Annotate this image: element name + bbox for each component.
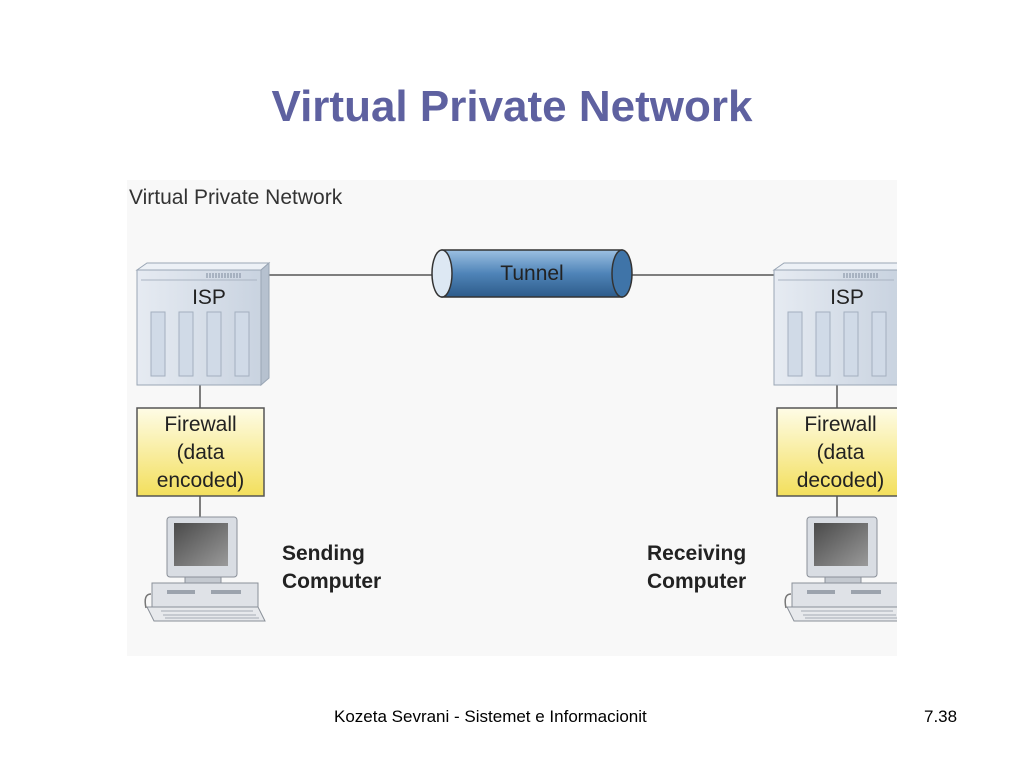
diagram-graphics	[135, 249, 897, 622]
right-firewall-box	[776, 407, 897, 497]
tunnel-label: Tunnel	[500, 262, 564, 285]
slide-title: Virtual Private Network	[271, 82, 753, 131]
figure-caption: Virtual Private Network	[129, 186, 343, 209]
tunnel-cylinder	[431, 249, 633, 298]
left-computer-icon	[144, 516, 266, 622]
left-isp-server-icon	[135, 261, 271, 387]
page-number: 7.38	[924, 707, 958, 726]
right-isp-server-icon	[772, 262, 897, 386]
right-computer-icon	[784, 516, 897, 622]
receiving-computer-label: Receiving Computer	[647, 542, 747, 593]
left-firewall-box	[136, 407, 265, 497]
vpn-diagram: Virtual Private Network Tunnel ISP ISP F…	[127, 180, 897, 656]
left-firewall-label: Firewall (data encoded)	[156, 413, 245, 492]
left-isp-label: ISP	[192, 286, 226, 309]
sending-computer-label: Sending Computer	[282, 542, 382, 593]
right-isp-label: ISP	[830, 286, 864, 309]
footer-credit: Kozeta Sevrani - Sistemet e Informacioni…	[334, 707, 647, 726]
right-firewall-label: Firewall (data decoded)	[796, 413, 885, 492]
